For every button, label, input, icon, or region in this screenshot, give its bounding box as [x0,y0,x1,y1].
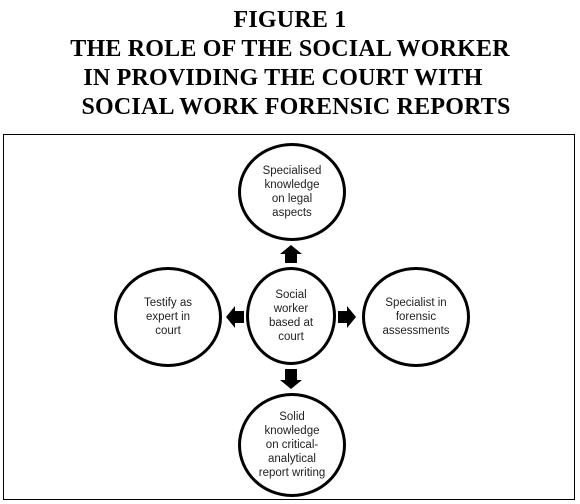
node-text-line: forensic [395,311,437,323]
figure-title-line-1: THE ROLE OF THE SOCIAL WORKER [70,36,510,62]
figure-title-line-3: SOCIAL WORK FORENSIC REPORTS [81,94,511,120]
node-text-line: based at [268,317,314,329]
node-text-line: report writing [258,467,326,479]
node-legal-knowledge-text: Specialised knowledge on legal aspects [263,164,322,220]
arrow-left-icon [226,306,244,328]
node-forensic-assessments: Specialist in forensic assessments [362,267,470,367]
figure-title-line-2: IN PROVIDING THE COURT WITH [83,65,483,91]
node-social-worker-text: Social worker based at court [269,288,313,344]
figure-number: FIGURE 1 [233,7,347,33]
node-report-writing: Solid knowledge on critical- analytical … [238,393,346,497]
node-text-line: on critical- [265,439,319,451]
node-text-line: Solid [279,411,305,423]
node-text-line: knowledge [264,425,320,437]
node-text-line: Testify as [144,297,192,309]
node-text-line: analytical [268,453,316,465]
node-social-worker: Social worker based at court [246,267,336,365]
node-report-writing-text: Solid knowledge on critical- analytical … [259,410,325,480]
arrow-down-icon [280,369,302,389]
arrow-right-icon [338,306,356,328]
node-text-line: court [278,331,304,343]
node-text-line: worker [273,303,309,315]
node-text-line: aspects [272,207,312,219]
node-text-line: on legal [271,193,313,205]
figure-title: FIGURE 1 THE ROLE OF THE SOCIAL WORKER I… [0,6,580,122]
node-text-line: Specialist in [385,297,447,309]
node-forensic-assessments-text: Specialist in forensic assessments [382,296,449,338]
node-testify-expert: Testify as expert in court [114,267,222,367]
diagram-frame: Specialised knowledge on legal aspects T… [3,134,575,500]
node-text-line: Social [275,289,307,301]
node-text-line: assessments [382,325,450,337]
node-text-line: expert in [145,311,191,323]
node-legal-knowledge: Specialised knowledge on legal aspects [238,143,346,241]
node-text-line: Specialised [262,165,322,177]
arrow-up-icon [280,245,302,263]
node-testify-expert-text: Testify as expert in court [144,296,192,338]
node-text-line: knowledge [264,179,320,191]
node-text-line: court [155,325,181,337]
